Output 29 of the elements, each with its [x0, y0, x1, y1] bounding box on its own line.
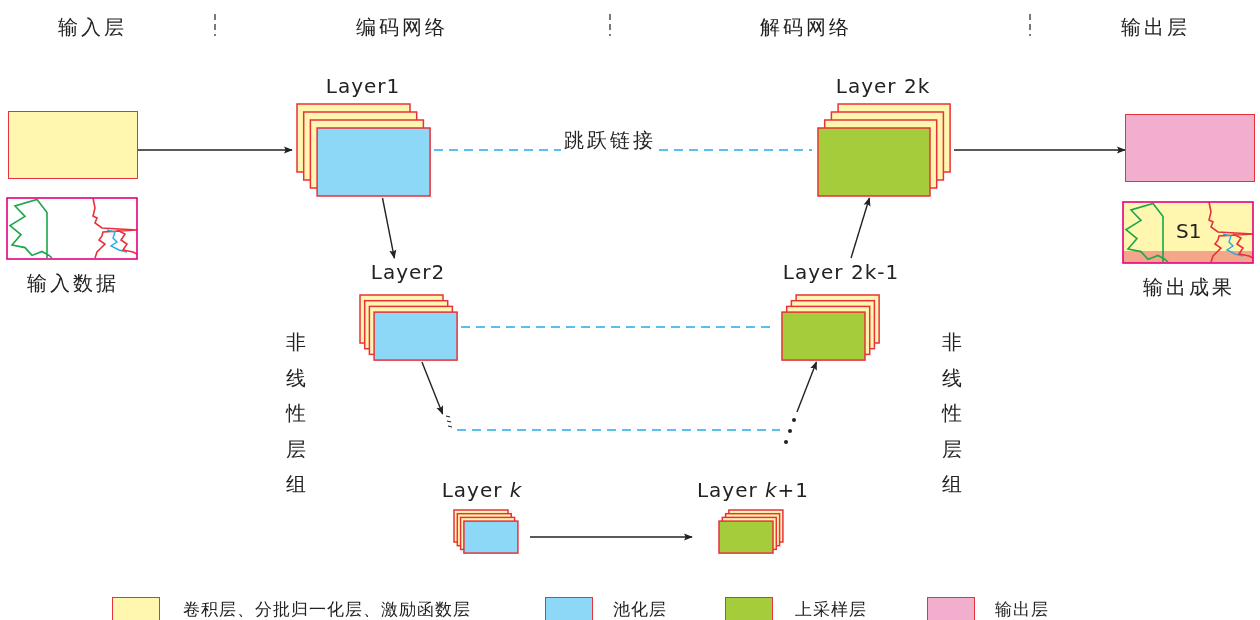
- layer-title: Layer 2k-1: [781, 260, 901, 284]
- layer-title: Layer 2k: [834, 74, 932, 98]
- layer-box: [1125, 114, 1255, 182]
- section-heading: 输入层: [57, 15, 127, 39]
- layer-title: Layer1: [324, 74, 402, 98]
- node-label: 输出成果: [1142, 275, 1236, 299]
- layer-title: Layer2: [369, 260, 447, 284]
- arrow: [529, 533, 693, 541]
- legend-label: 卷积层、分批归一化层、激励函数层: [183, 598, 471, 620]
- section-heading: 编码网络: [356, 15, 448, 39]
- skip-connection-line: [456, 429, 781, 431]
- section-heading: 解码网络: [760, 15, 852, 39]
- group-label: 非线性层组: [941, 329, 963, 498]
- arrow: [137, 146, 293, 154]
- layer-title: Layer k+1: [695, 478, 811, 502]
- legend-label: 输出层: [995, 598, 1049, 620]
- arrow: [850, 197, 871, 259]
- layer-title: Layer k: [440, 478, 524, 502]
- arrow: [381, 197, 397, 259]
- arrow: [421, 361, 444, 415]
- node-label: 输入数据: [26, 271, 120, 295]
- layer-box: [8, 111, 138, 179]
- group-label: 非线性层组: [285, 329, 307, 498]
- arrow: [953, 146, 1126, 154]
- section-heading: 输出层: [1120, 15, 1190, 39]
- plot-label: S1: [1176, 219, 1202, 243]
- legend-label: 上采样层: [795, 598, 867, 620]
- arrow: [796, 361, 818, 413]
- legend-label: 池化层: [613, 598, 667, 620]
